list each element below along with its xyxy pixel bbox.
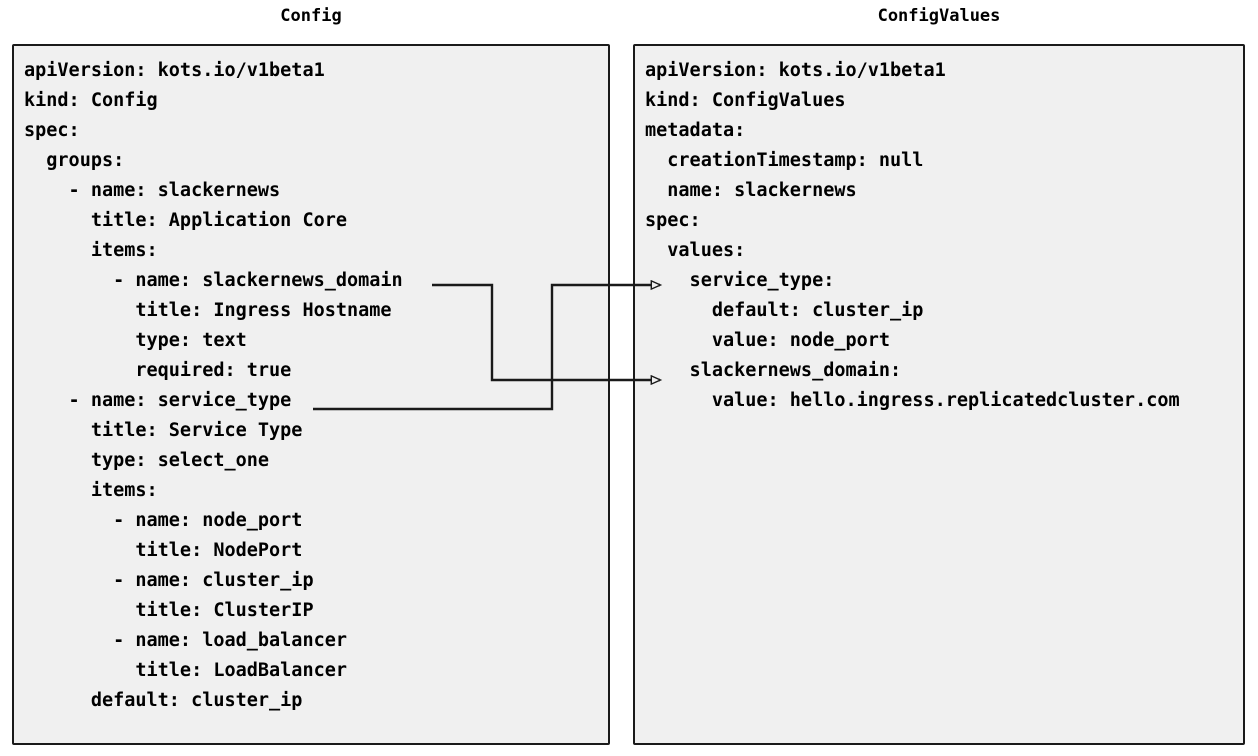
- config-values-yaml-line: values:: [645, 240, 746, 261]
- config-yaml-line: title: Ingress Hostname: [24, 300, 392, 321]
- config-yaml-line: title: NodePort: [24, 540, 303, 561]
- config-yaml-line: kind: Config: [24, 90, 158, 111]
- config-yaml-line: - name: cluster_ip: [24, 570, 314, 591]
- config-yaml-line: groups:: [24, 150, 125, 171]
- config-yaml-line: apiVersion: kots.io/v1beta1: [24, 60, 325, 81]
- config-values-yaml-line: name: slackernews: [645, 180, 857, 201]
- config-yaml-line: title: Service Type: [24, 420, 303, 441]
- config-yaml-line: default: cluster_ip: [24, 690, 303, 711]
- config-yaml-line: items:: [24, 240, 158, 261]
- config-values-yaml-line: slackernews_domain:: [645, 360, 902, 381]
- config-yaml-panel: apiVersion: kots.io/v1beta1 kind: Config s…: [12, 44, 610, 745]
- config-yaml-line: title: ClusterIP: [24, 600, 314, 621]
- config-yaml-line: required: true: [24, 360, 292, 381]
- config-values-yaml-panel: apiVersion: kots.io/v1beta1 kind: ConfigV…: [633, 44, 1245, 745]
- config-values-yaml-line: apiVersion: kots.io/v1beta1: [645, 60, 946, 81]
- config-values-yaml-line: spec:: [645, 210, 701, 231]
- config-yaml-code: apiVersion: kots.io/v1beta1 kind: Config s…: [14, 46, 403, 716]
- config-values-yaml-line: creationTimestamp: null: [645, 150, 924, 171]
- config-values-yaml-line: service_type:: [645, 270, 835, 291]
- config-yaml-line: - name: slackernews_domain: [24, 270, 403, 291]
- config-yaml-line: type: select_one: [24, 450, 270, 471]
- config-yaml-line: title: LoadBalancer: [24, 660, 348, 681]
- panel-title-config-values: ConfigValues: [877, 6, 1001, 26]
- config-yaml-line: - name: slackernews: [24, 180, 281, 201]
- config-yaml-line: title: Application Core: [24, 210, 348, 231]
- config-values-yaml-line: value: node_port: [645, 330, 891, 351]
- config-values-yaml-line: metadata:: [645, 120, 746, 141]
- panel-title-config: Config: [280, 6, 342, 26]
- config-yaml-line: - name: load_balancer: [24, 630, 348, 651]
- config-yaml-line: items:: [24, 480, 158, 501]
- config-yaml-line: - name: node_port: [24, 510, 303, 531]
- config-values-yaml-line: kind: ConfigValues: [645, 90, 846, 111]
- config-yaml-line: spec:: [24, 120, 80, 141]
- config-values-yaml-line: value: hello.ingress.replicatedcluster.c…: [645, 390, 1180, 411]
- config-yaml-line: - name: service_type: [24, 390, 292, 411]
- config-values-yaml-line: default: cluster_ip: [645, 300, 924, 321]
- config-yaml-line: type: text: [24, 330, 247, 351]
- config-values-yaml-code: apiVersion: kots.io/v1beta1 kind: ConfigV…: [635, 46, 1180, 416]
